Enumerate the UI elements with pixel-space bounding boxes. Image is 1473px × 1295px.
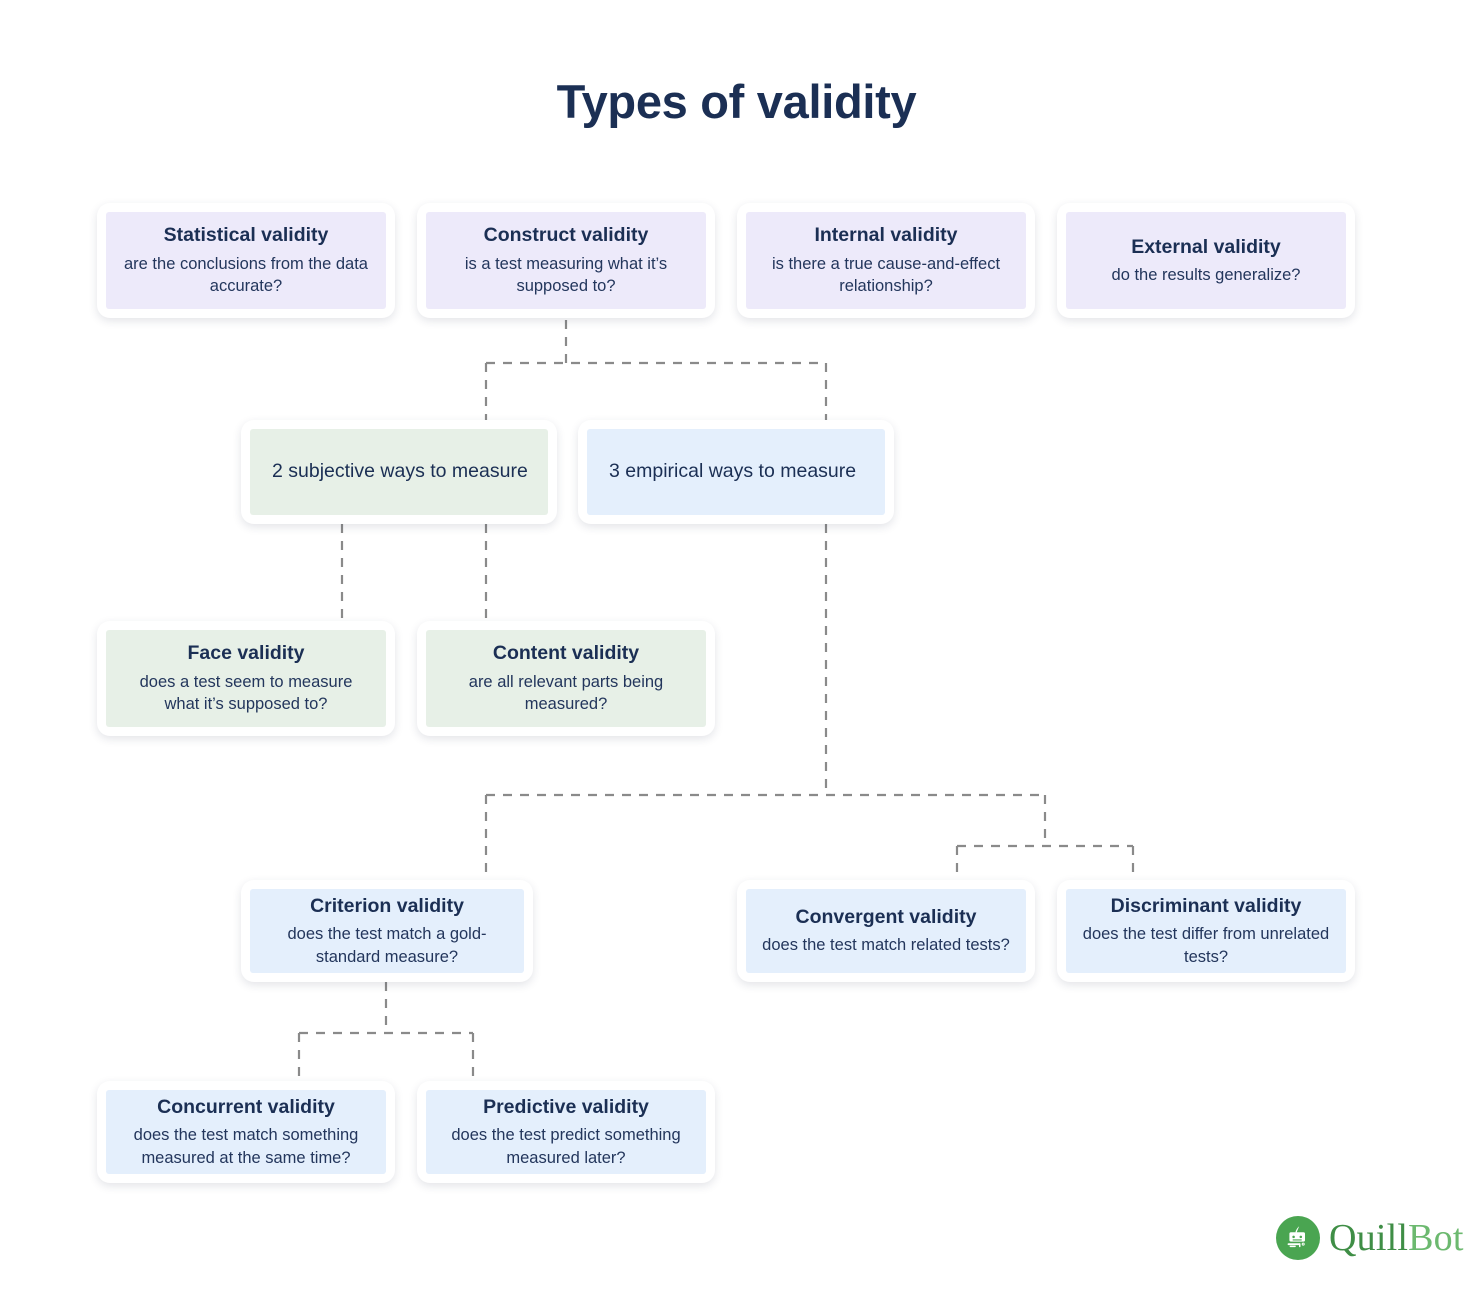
logo-text-quill: Quill	[1329, 1217, 1409, 1259]
node-title: Discriminant validity	[1110, 894, 1302, 917]
node-title: Concurrent validity	[157, 1095, 335, 1118]
node-title: Criterion validity	[310, 894, 464, 917]
node-description: do the results generalize?	[1111, 265, 1301, 284]
node-criterion-validity[interactable]: Criterion validity does the test match a…	[241, 880, 533, 982]
node-description: does the test match something measured a…	[133, 1126, 359, 1167]
node-title: Content validity	[492, 642, 640, 665]
node-title: Internal validity	[814, 224, 958, 247]
node-description: does the test match a gold-standard meas…	[287, 925, 487, 966]
node-criterion-validity-body: Criterion validity does the test match a…	[250, 889, 524, 973]
node-empirical-ways-group[interactable]: 3 empirical ways to measure	[578, 420, 894, 524]
node-description: does the test match related tests?	[762, 936, 1010, 955]
node-convergent-validity-body: Convergent validity does the test match …	[746, 889, 1026, 973]
node-statistical-validity[interactable]: Statistical validity are the conclusions…	[97, 203, 395, 318]
node-empirical-ways-body: 3 empirical ways to measure	[587, 429, 885, 515]
node-title: Predictive validity	[483, 1095, 649, 1118]
node-discriminant-validity[interactable]: Discriminant validity does the test diff…	[1057, 880, 1355, 982]
node-internal-validity-body: Internal validity is there a true cause-…	[746, 212, 1026, 309]
group-label: 2 subjective ways to measure	[272, 460, 528, 483]
node-description: is a test measuring what it’s supposed t…	[464, 254, 668, 296]
group-label: 3 empirical ways to measure	[609, 460, 857, 483]
node-content-validity[interactable]: Content validity are all relevant parts …	[417, 621, 715, 736]
node-face-validity[interactable]: Face validity does a test seem to measur…	[97, 621, 395, 736]
quillbot-wordmark: QuillBot	[1329, 1219, 1464, 1257]
page-title: Types of validity	[556, 75, 917, 128]
node-title: External validity	[1131, 235, 1281, 258]
node-description: does the test predict something measured…	[451, 1126, 681, 1167]
node-construct-validity-body: Construct validity is a test measuring w…	[426, 212, 706, 309]
quillbot-robot-icon	[1276, 1216, 1320, 1260]
node-concurrent-validity-body: Concurrent validity does the test match …	[106, 1090, 386, 1174]
quillbot-logo: QuillBot	[1276, 1216, 1464, 1260]
node-subjective-ways-body: 2 subjective ways to measure	[250, 429, 548, 515]
node-predictive-validity[interactable]: Predictive validity does the test predic…	[417, 1081, 715, 1183]
node-concurrent-validity[interactable]: Concurrent validity does the test match …	[97, 1081, 395, 1183]
node-subjective-ways-group[interactable]: 2 subjective ways to measure	[241, 420, 557, 524]
node-description: does the test differ from unrelated test…	[1082, 925, 1330, 966]
node-external-validity[interactable]: External validity do the results general…	[1057, 203, 1355, 318]
node-convergent-validity[interactable]: Convergent validity does the test match …	[737, 880, 1035, 982]
node-predictive-validity-body: Predictive validity does the test predic…	[426, 1090, 706, 1174]
node-title: Construct validity	[483, 224, 649, 247]
node-internal-validity[interactable]: Internal validity is there a true cause-…	[737, 203, 1035, 318]
node-title: Convergent validity	[795, 906, 977, 929]
node-external-validity-body: External validity do the results general…	[1066, 212, 1346, 309]
node-face-validity-body: Face validity does a test seem to measur…	[106, 630, 386, 727]
node-description: are the conclusions from the data accura…	[124, 254, 368, 296]
node-discriminant-validity-body: Discriminant validity does the test diff…	[1066, 889, 1346, 973]
node-title: Face validity	[187, 642, 305, 665]
node-description: is there a true cause-and-effect relatio…	[771, 254, 1001, 296]
node-construct-validity[interactable]: Construct validity is a test measuring w…	[417, 203, 715, 318]
node-content-validity-body: Content validity are all relevant parts …	[426, 630, 706, 727]
node-description: does a test seem to measure what it’s su…	[139, 672, 353, 714]
node-description: are all relevant parts being measured?	[468, 672, 664, 714]
node-title: Statistical validity	[163, 224, 329, 247]
node-statistical-validity-body: Statistical validity are the conclusions…	[106, 212, 386, 309]
logo-text-bot: Bot	[1408, 1217, 1464, 1259]
